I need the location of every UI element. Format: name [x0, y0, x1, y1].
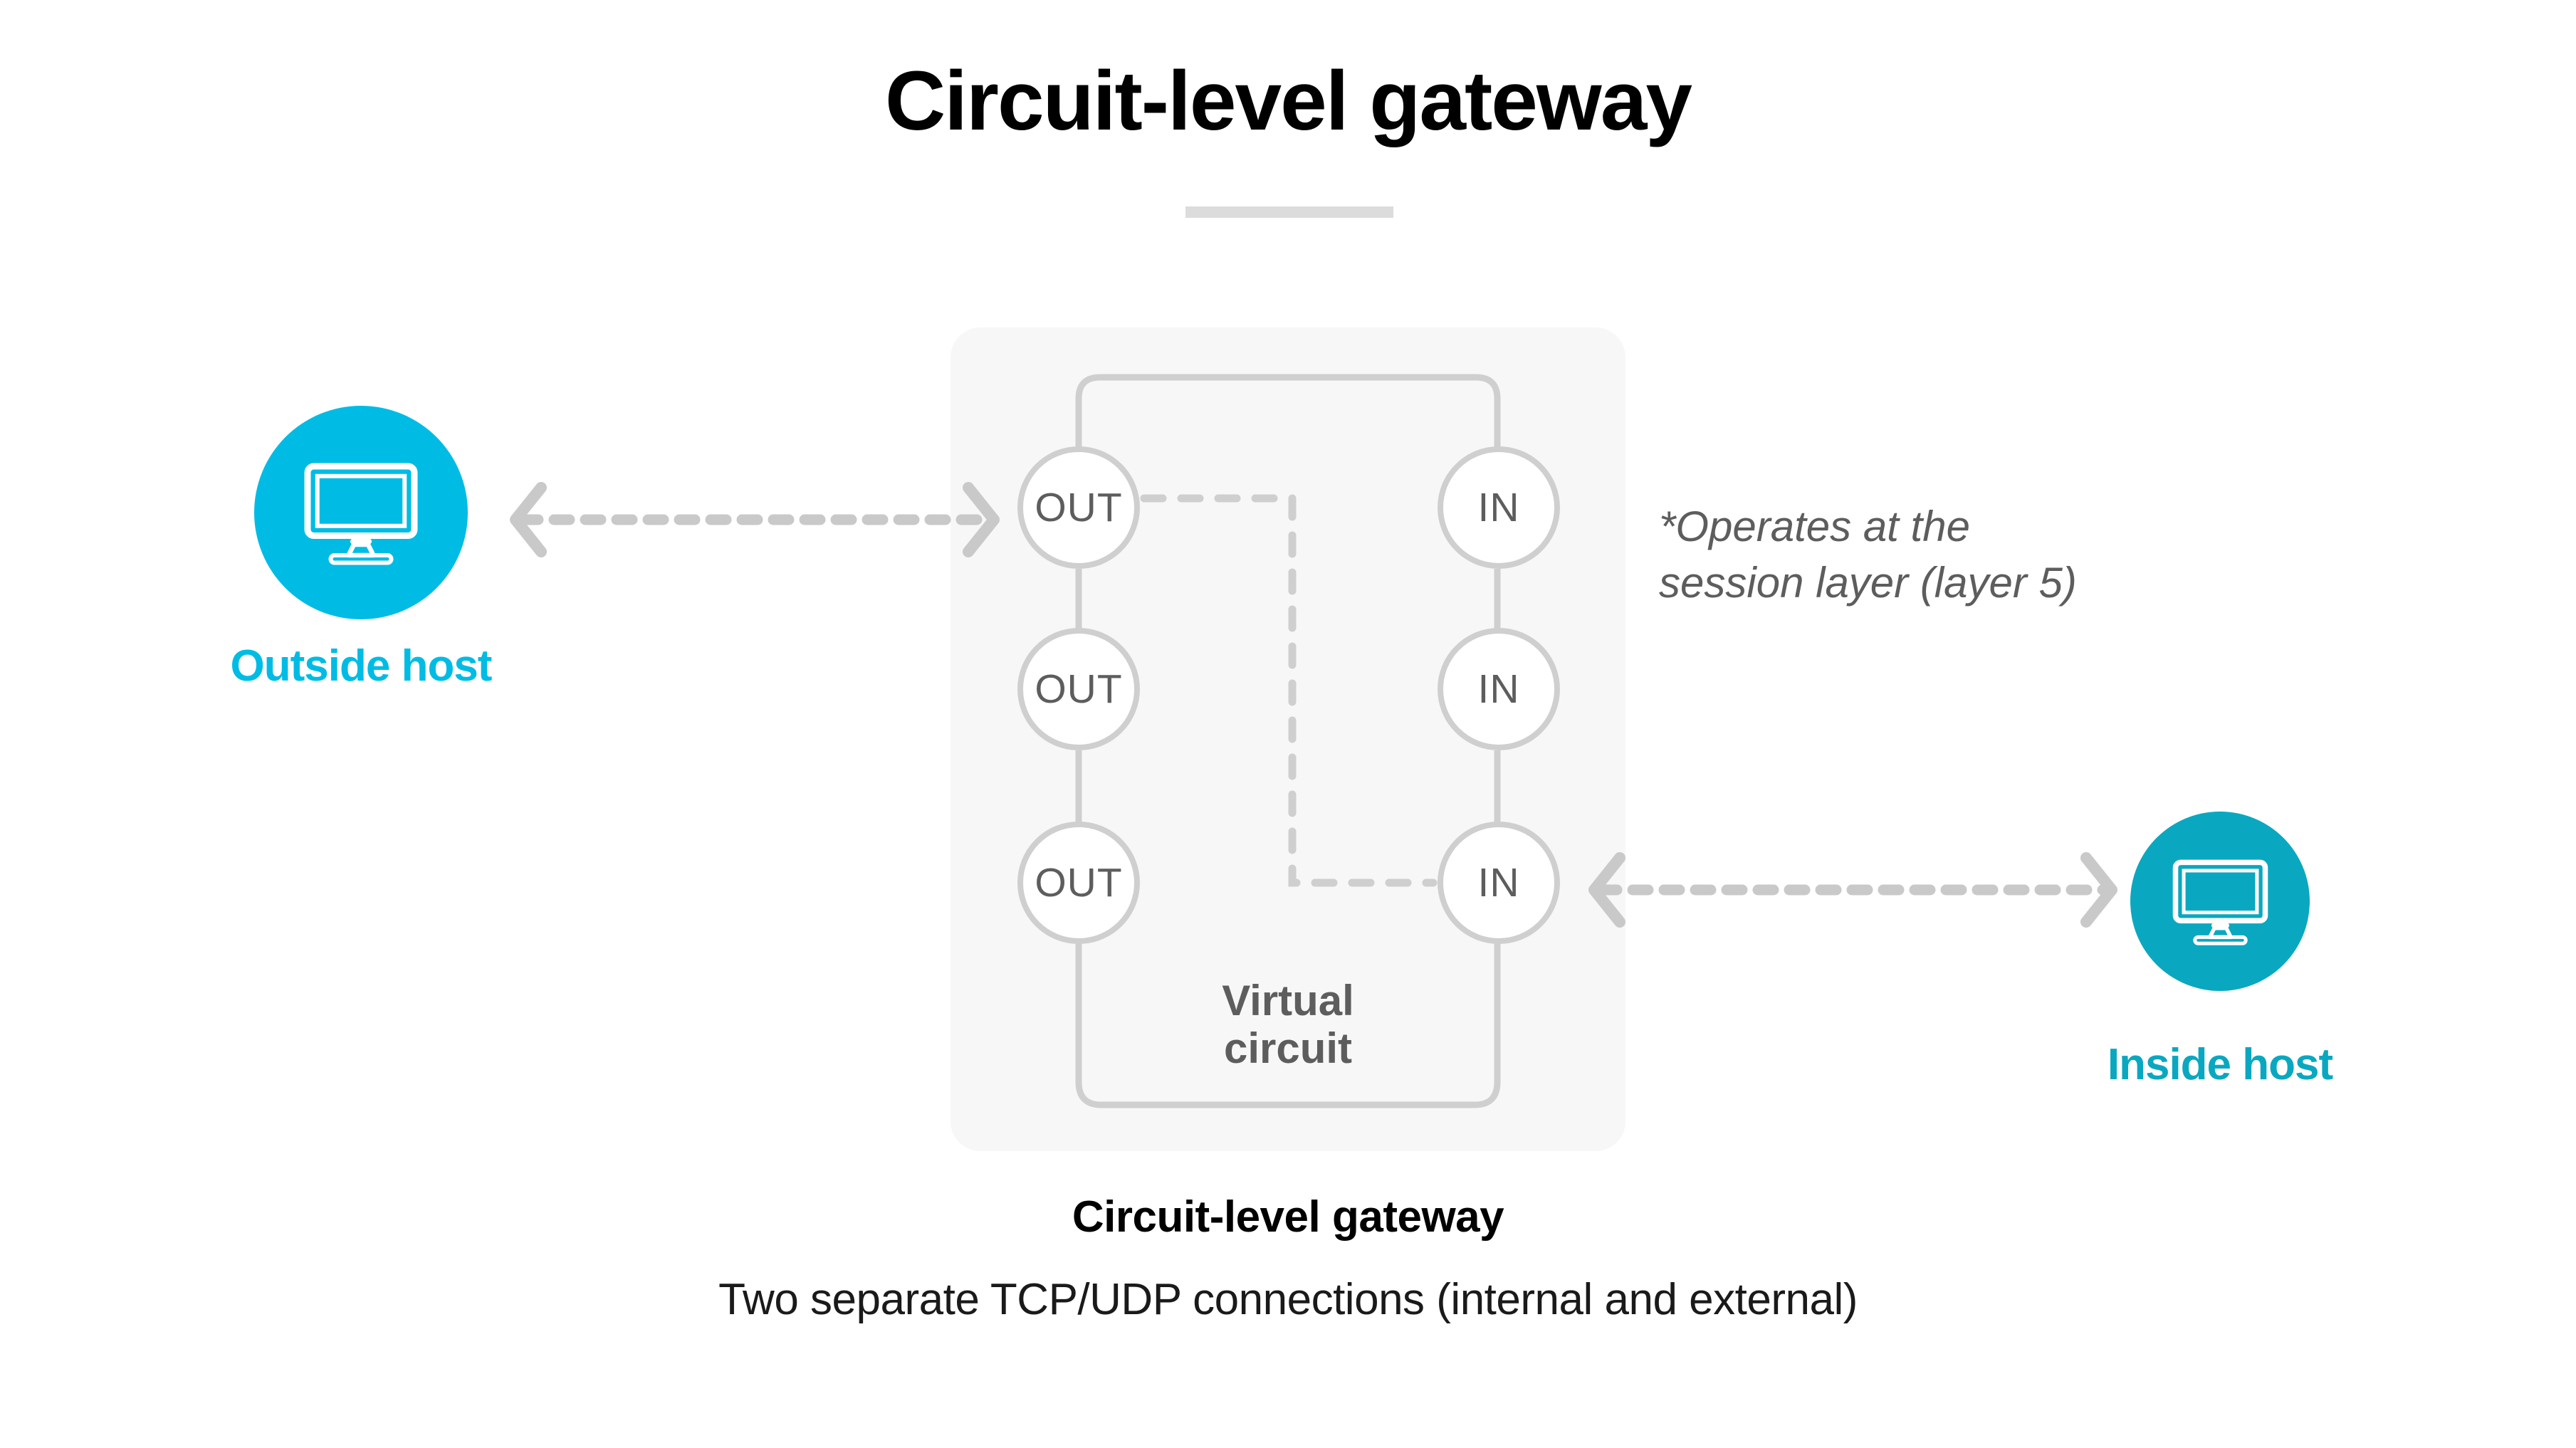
node-out-1[interactable]: OUT [1017, 446, 1140, 569]
virtual-circuit-label-line1: Virtual [1222, 977, 1354, 1024]
outside-connection-arrow [510, 482, 1000, 557]
arrow-head-left-icon [1588, 852, 1625, 928]
outside-host-label: Outside host [230, 641, 493, 691]
inside-host-label: Inside host [2107, 1040, 2333, 1089]
bottom-connector-line [1075, 940, 1501, 1108]
virtual-circuit-label: Virtual circuit [1079, 977, 1497, 1072]
top-connector-line [1075, 374, 1501, 511]
caption-title: Circuit-level gateway [1072, 1192, 1504, 1242]
session-layer-note-line2: session layer (layer 5) [1659, 559, 2077, 607]
virtual-circuit-dashed-path [1140, 494, 1438, 887]
node-in-3[interactable]: IN [1438, 822, 1560, 944]
node-out-3[interactable]: OUT [1017, 822, 1140, 944]
node-in-2[interactable]: IN [1438, 628, 1560, 750]
node-out-2[interactable]: OUT [1017, 628, 1140, 750]
inside-host-node[interactable] [2130, 812, 2310, 991]
session-layer-note: *Operates at the session layer (layer 5) [1659, 498, 2243, 611]
node-in-1[interactable]: IN [1438, 446, 1560, 569]
monitor-icon [304, 463, 418, 565]
arrow-head-left-icon [510, 482, 547, 557]
caption-subtitle: Two separate TCP/UDP connections (intern… [718, 1275, 1858, 1324]
session-layer-note-line1: *Operates at the [1659, 503, 1970, 550]
arrow-head-right-icon [963, 482, 1000, 557]
page-title: Circuit-level gateway [885, 54, 1692, 148]
virtual-circuit-label-line2: circuit [1223, 1024, 1353, 1073]
arrow-head-right-icon [2080, 852, 2117, 928]
monitor-icon [2172, 859, 2268, 945]
outside-host-node[interactable] [254, 406, 468, 619]
title-divider [1185, 206, 1393, 218]
inside-connection-arrow [1588, 852, 2117, 928]
